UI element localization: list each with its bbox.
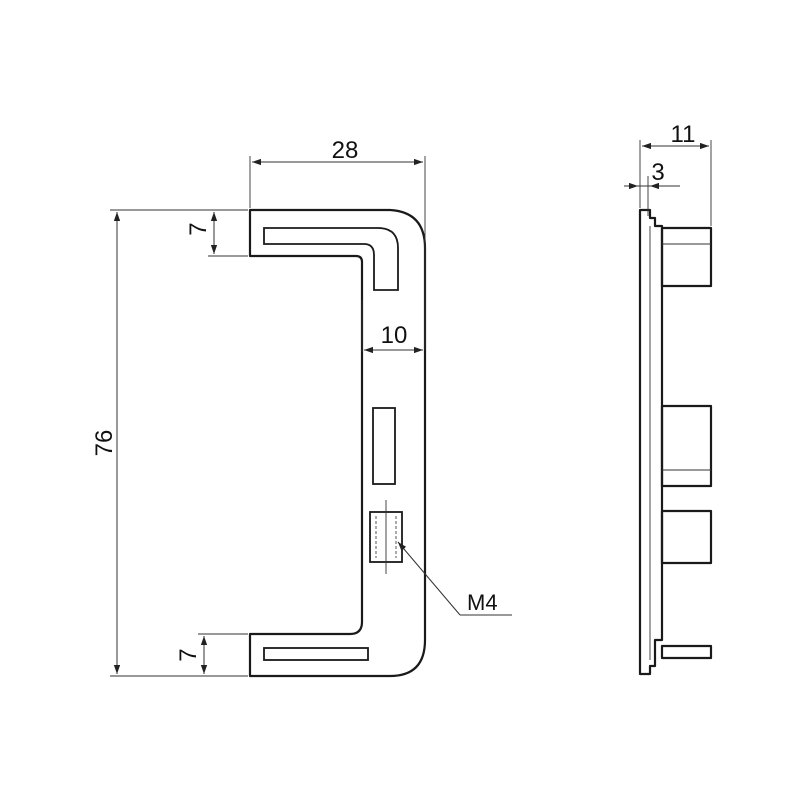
dimension-10: 10 — [361, 300, 423, 354]
top-slot — [263, 227, 399, 291]
side-view: 11 3 — [624, 121, 713, 676]
side-thread-boss — [660, 509, 713, 565]
dimension-3-label: 3 — [651, 159, 664, 186]
front-view: M4 28 10 76 7 — [91, 137, 512, 678]
bottom-slot — [263, 647, 369, 661]
dimension-bottom-7-label: 7 — [175, 648, 202, 661]
m4-label: M4 — [467, 590, 498, 615]
side-top-boss — [660, 226, 713, 288]
dimension-76-label: 76 — [91, 430, 118, 457]
dimension-28: 28 — [249, 137, 426, 350]
dimension-bottom-7: 7 — [175, 633, 248, 674]
side-bottom-tab — [660, 644, 713, 660]
middle-cutout — [372, 407, 396, 485]
side-middle-boss — [660, 404, 713, 488]
dimension-28-label: 28 — [332, 137, 359, 164]
bracket-outline — [248, 208, 427, 678]
side-flange — [638, 208, 664, 676]
dimension-top-7: 7 — [185, 212, 248, 257]
threaded-insert — [369, 500, 403, 574]
dimension-76: 76 — [91, 209, 248, 677]
dimension-11-label: 11 — [671, 121, 696, 148]
dimension-top-7-label: 7 — [185, 222, 212, 235]
dimension-3: 3 — [624, 159, 680, 216]
dimension-10-label: 10 — [381, 322, 408, 349]
m4-leader: M4 — [397, 541, 512, 616]
dimension-11: 11 — [639, 121, 712, 226]
